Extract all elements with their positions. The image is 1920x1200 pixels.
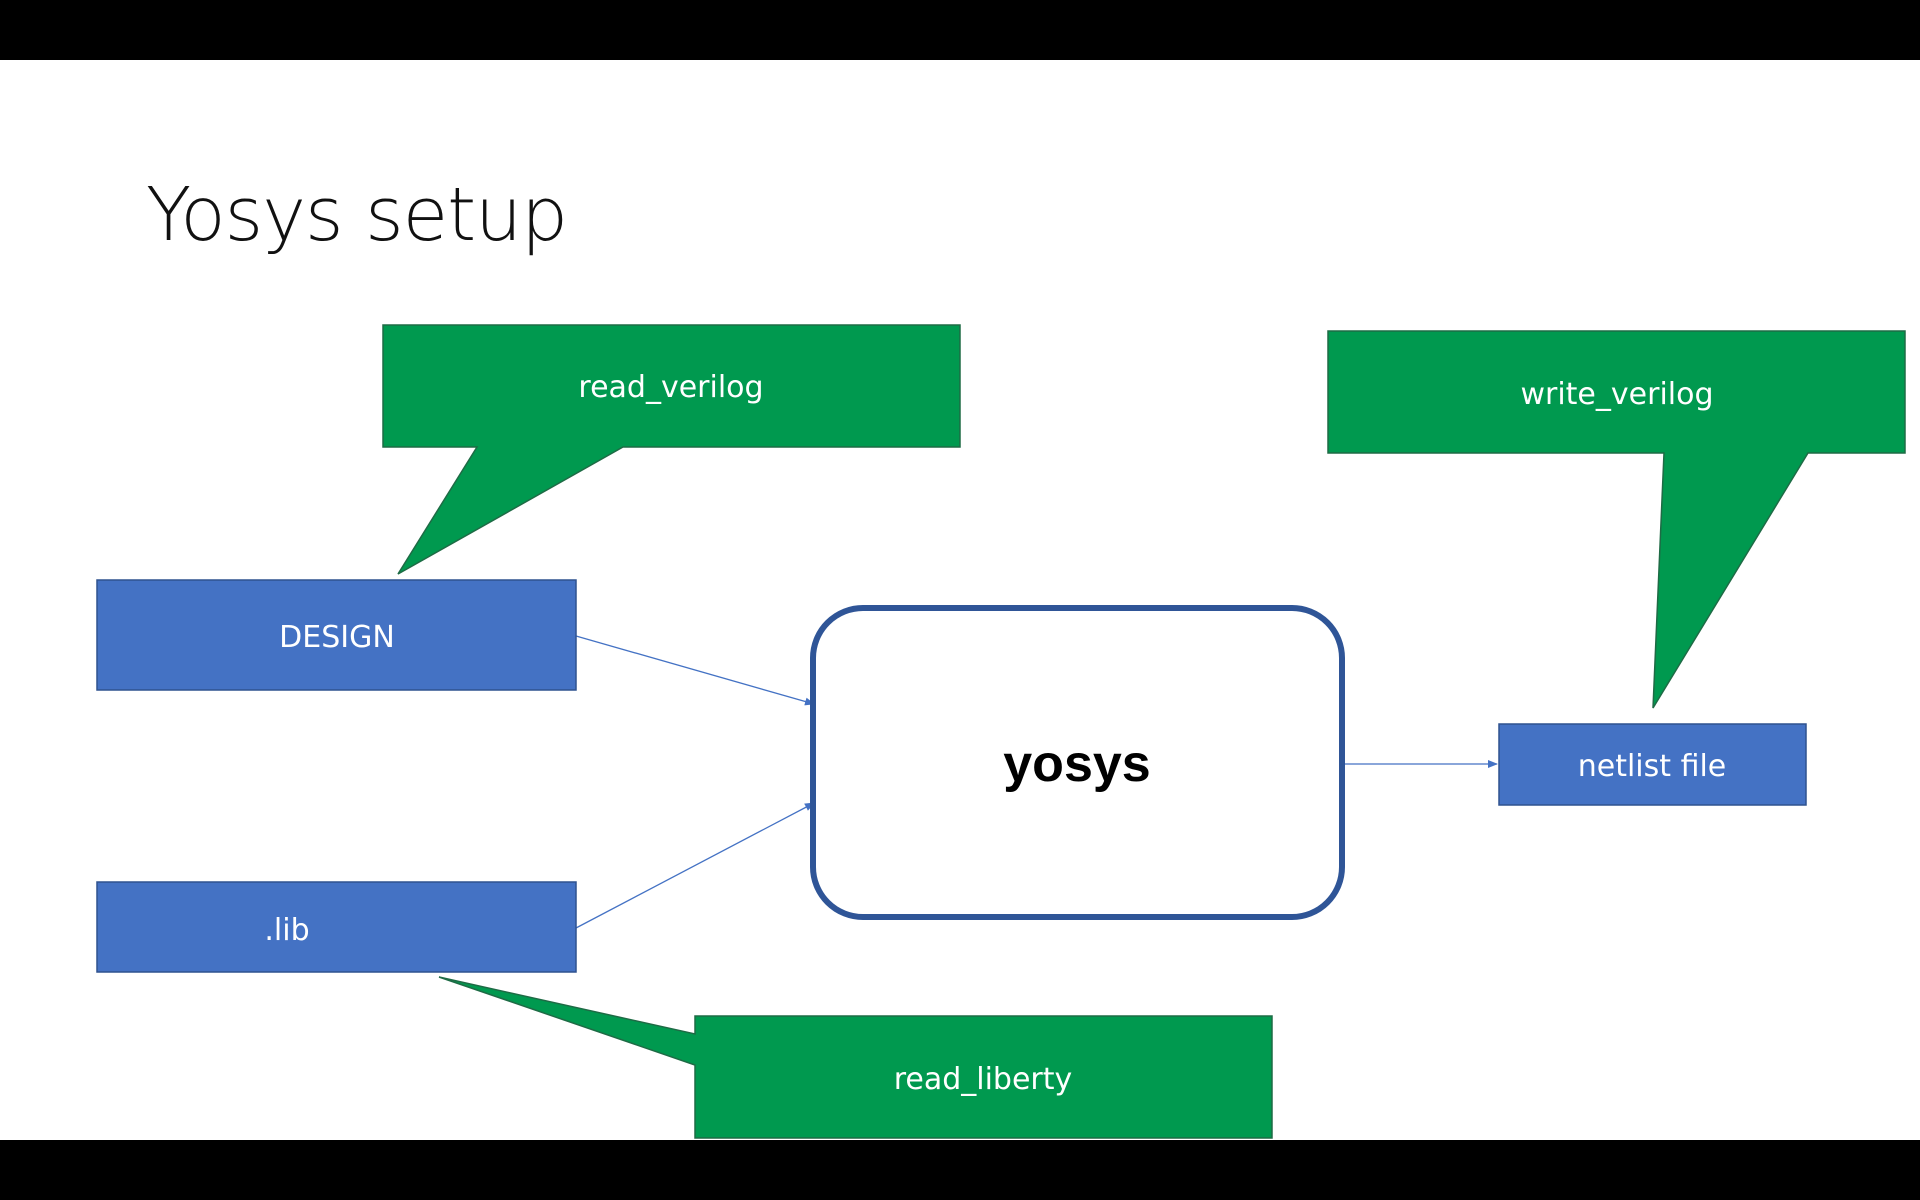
- core-label: yosys: [1003, 735, 1150, 793]
- input-box-lib: .lib: [96, 881, 577, 973]
- letterbox-bottom: [0, 1140, 1920, 1200]
- yosys-core-box: yosys: [810, 605, 1345, 920]
- callout-label: read_verilog: [578, 370, 763, 405]
- box-label: .lib: [264, 913, 309, 948]
- box-shape: [96, 881, 577, 973]
- flow-diagram: read_verilog write_verilog read_liberty …: [96, 324, 1906, 1139]
- callout-shape: [1327, 330, 1906, 709]
- callout-shape: [438, 976, 1273, 1139]
- slide-title: Yosys setup: [146, 172, 568, 258]
- core-shape: [810, 605, 1345, 920]
- box-label: netlist file: [1578, 749, 1727, 784]
- box-label: DESIGN: [279, 620, 395, 655]
- callout-write-verilog: write_verilog: [1327, 330, 1906, 709]
- callout-read-verilog: read_verilog: [382, 324, 961, 575]
- arrow-design-to-yosys: [575, 635, 815, 706]
- callout-read-liberty: read_liberty: [438, 976, 1273, 1139]
- callout-label: write_verilog: [1520, 377, 1713, 412]
- letterbox-top: [0, 0, 1920, 60]
- output-box-netlist: netlist file: [1498, 723, 1807, 806]
- callout-shape: [382, 324, 961, 575]
- callout-label: read_liberty: [894, 1062, 1073, 1097]
- slide: Yosys setup read_verilog write_verilog: [0, 60, 1920, 1140]
- input-box-design: DESIGN: [96, 579, 577, 691]
- arrow-lib-to-yosys: [575, 802, 815, 929]
- box-shape: [96, 579, 577, 691]
- box-shape: [1498, 723, 1807, 806]
